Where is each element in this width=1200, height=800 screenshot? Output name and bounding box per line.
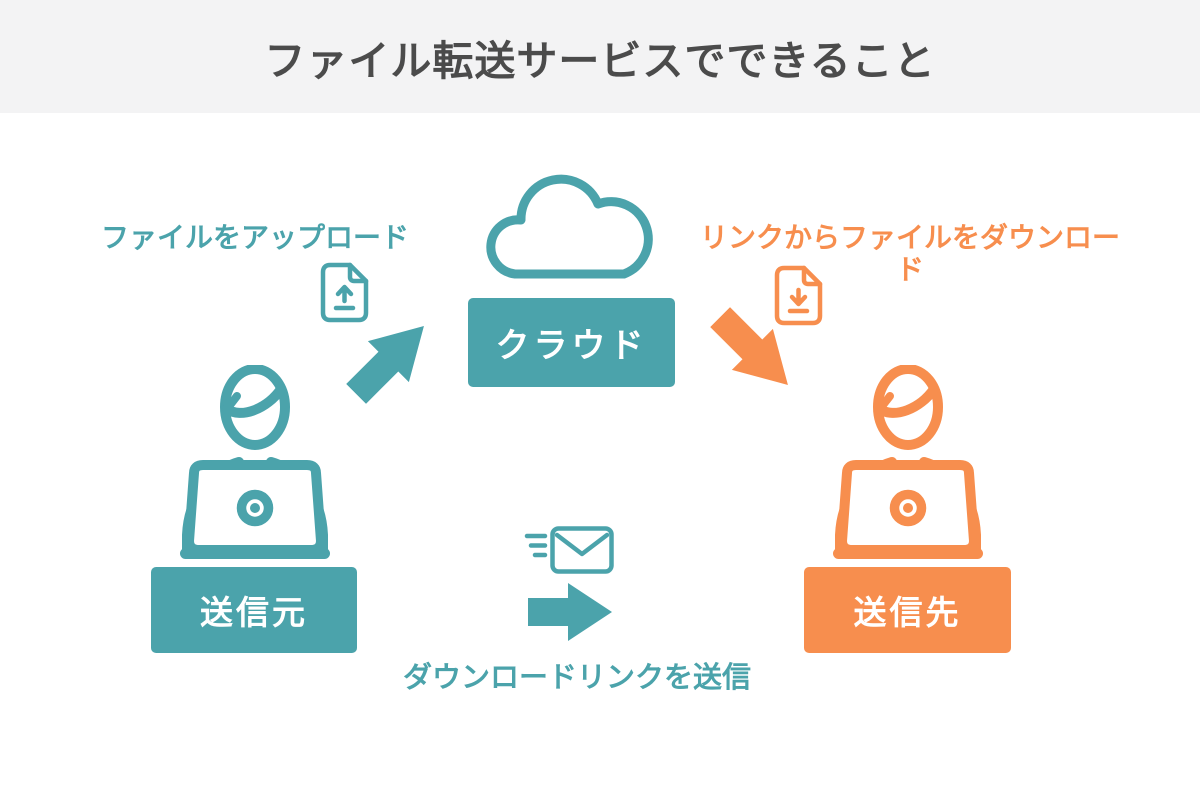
email-icon	[524, 526, 614, 574]
file-upload-icon	[314, 261, 370, 323]
title-banner: ファイル転送サービスでできること	[0, 0, 1200, 113]
sender-node-label: 送信元	[200, 594, 308, 631]
sender-person-icon	[177, 365, 333, 561]
page-title: ファイル転送サービスでできること	[264, 37, 936, 84]
cloud-node-label: クラウド	[495, 327, 648, 365]
receiver-node-label: 送信先	[853, 594, 962, 631]
receiver-person-icon	[830, 365, 986, 561]
receiver-node: 送信先	[804, 567, 1011, 653]
file-download-icon	[768, 264, 824, 326]
cloud-icon	[475, 156, 665, 296]
download-arrow-icon	[700, 297, 809, 406]
sender-node: 送信元	[151, 567, 357, 653]
send-link-label: ダウンロードリンクを送信	[402, 662, 751, 694]
cloud-node: クラウド	[468, 298, 675, 387]
send-arrow-icon	[528, 583, 612, 641]
download-label: リンクからファイルをダウンロード	[699, 222, 1120, 286]
upload-label: ファイルをアップロード	[100, 222, 409, 253]
upload-arrow-icon	[336, 306, 445, 415]
